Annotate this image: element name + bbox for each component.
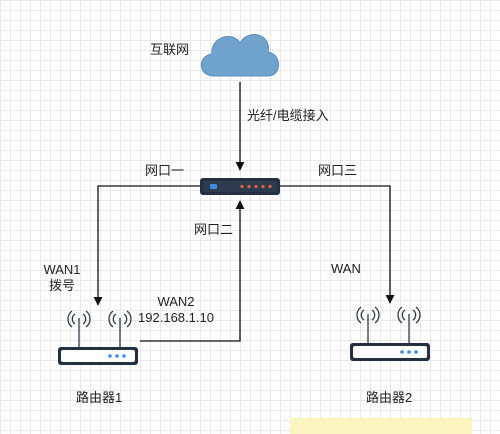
edge-port2 [140,200,245,342]
wan2-ip-address: 192.168.1.10 [138,310,214,325]
wan1-port-name: WAN1 [43,262,81,277]
cloud-icon [200,34,279,77]
router1-device [58,310,138,365]
edge-port1 [93,185,208,306]
wan1-port-mode: 拨号 [48,278,75,293]
wifi-icon [356,306,380,343]
router2-wan-label: WAN [331,261,361,276]
router2-label: 路由器2 [366,390,413,405]
edge-port3 [280,185,395,304]
uplink-label: 光纤/电缆接入 [247,108,329,123]
port2-label: 网口二 [194,222,234,237]
router2-device [350,306,430,361]
wifi-icon [397,306,421,343]
port1-label: 网口一 [145,163,185,178]
internet-label: 互联网 [150,42,190,57]
router1-wan1-label: WAN1 拨号 [34,262,90,294]
wifi-icon [108,310,132,347]
note-shape [290,418,472,434]
router1-label: 路由器1 [76,390,123,405]
wan2-port-name: WAN2 [157,294,195,309]
port3-label: 网口三 [318,163,358,178]
modem-device [200,178,280,195]
wifi-icon [67,310,91,347]
router1-wan2-label: WAN2 192.168.1.10 [128,294,224,326]
